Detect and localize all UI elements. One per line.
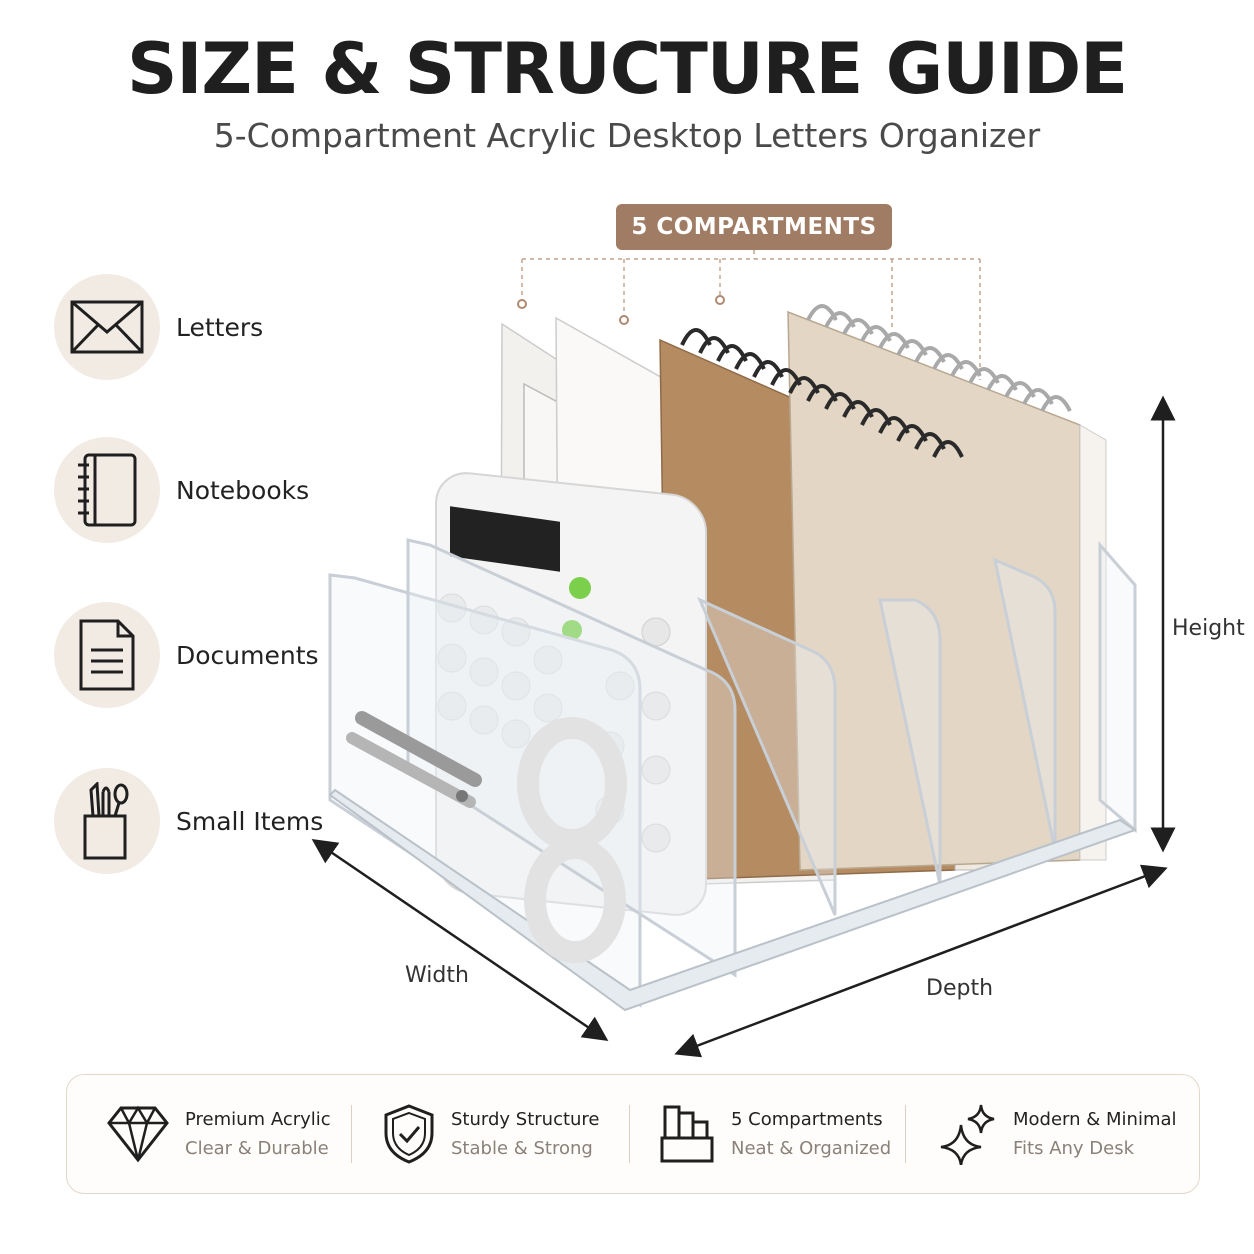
- feature-subtitle: Clear & Durable: [185, 1138, 329, 1159]
- divider-3: [697, 597, 837, 916]
- page-subtitle: 5-Compartment Acrylic Desktop Letters Or…: [213, 116, 1041, 155]
- compartments-icon: [660, 1105, 714, 1163]
- use-icon-circle: [54, 437, 160, 543]
- feature-subtitle: Stable & Strong: [451, 1138, 593, 1159]
- width-label: Width: [405, 963, 469, 988]
- use-label-documents: Documents: [176, 640, 319, 670]
- depth-arrow: [674, 864, 1168, 1058]
- feature-5-compartments: 5 Compartments Neat & Organized: [659, 1075, 891, 1193]
- sparkle-icon: [940, 1104, 995, 1165]
- feature-modern-minimal: Modern & Minimal Fits Any Desk: [939, 1075, 1177, 1193]
- feature-subtitle: Neat & Organized: [731, 1138, 892, 1159]
- use-item-documents: Documents: [54, 602, 319, 708]
- diamond-icon: [107, 1105, 169, 1163]
- divider-5: [992, 557, 1057, 851]
- divider-2: [406, 538, 737, 978]
- compartments-badge: 5 COMPARTMENTS: [616, 204, 892, 250]
- use-label-small-items: Small Items: [176, 806, 324, 836]
- width-arrow: [311, 838, 609, 1042]
- pencil-cup-icon: [83, 782, 129, 860]
- feature-premium-acrylic: Premium Acrylic Clear & Durable: [107, 1075, 331, 1193]
- feature-title: Premium Acrylic: [185, 1109, 331, 1130]
- use-item-notebooks: Notebooks: [54, 437, 309, 543]
- feature-title: Modern & Minimal: [1013, 1109, 1177, 1130]
- use-icon-circle: [54, 274, 160, 380]
- feature-strip: Premium Acrylic Clear & Durable Sturdy S…: [66, 1074, 1200, 1194]
- shield-check-icon: [384, 1104, 434, 1164]
- envelope-icon: [70, 300, 144, 354]
- feature-sturdy-structure: Sturdy Structure Stable & Strong: [383, 1075, 600, 1193]
- feature-divider: [351, 1105, 352, 1163]
- use-icon-circle: [54, 602, 160, 708]
- use-item-small-items: Small Items: [54, 768, 323, 874]
- divider-4: [878, 598, 942, 886]
- use-icon-circle: [54, 768, 160, 874]
- depth-label: Depth: [926, 976, 994, 1001]
- feature-divider: [629, 1105, 630, 1163]
- document-icon: [79, 619, 135, 691]
- use-label-notebooks: Notebooks: [176, 475, 310, 505]
- feature-subtitle: Fits Any Desk: [1013, 1138, 1135, 1159]
- feature-title: Sturdy Structure: [451, 1109, 600, 1130]
- height-label: Height: [1172, 616, 1245, 641]
- page-title: SIZE & STRUCTURE GUIDE: [126, 28, 1128, 110]
- notebook-icon: [78, 453, 137, 527]
- use-item-letters: Letters: [54, 274, 263, 380]
- use-label-letters: Letters: [176, 312, 264, 342]
- feature-divider: [905, 1105, 906, 1163]
- feature-title: 5 Compartments: [731, 1109, 883, 1130]
